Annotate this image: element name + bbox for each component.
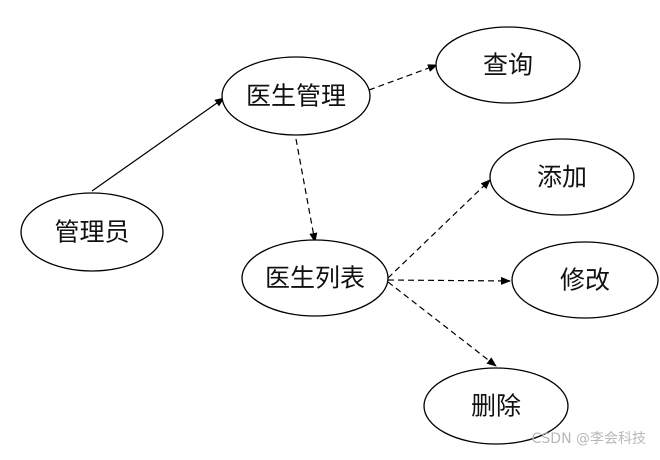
- node-label: 查询: [483, 51, 533, 80]
- node-ellipse: [221, 56, 371, 136]
- node-ellipse: [241, 239, 389, 317]
- node-ellipse: [489, 138, 635, 216]
- node-add: 添加: [489, 138, 635, 216]
- node-ellipse: [435, 26, 581, 104]
- edge-doctor_list-to-delete: [387, 281, 497, 367]
- edge-doctor_list-to-add: [387, 179, 491, 279]
- node-label: 管理员: [54, 218, 129, 247]
- node-ellipse: [20, 192, 164, 272]
- node-ellipse: [423, 367, 569, 445]
- node-edit: 修改: [511, 241, 659, 319]
- watermark: CSDN @李会科技: [531, 431, 646, 447]
- node-label: 添加: [537, 163, 587, 192]
- node-admin: 管理员: [20, 192, 164, 272]
- node-ellipse: [511, 241, 659, 319]
- edge-doctor_mgmt-to-query: [368, 64, 438, 91]
- edge-doctor_mgmt-to-doctor-list: [295, 138, 318, 243]
- node-label: 医生管理: [246, 82, 346, 111]
- edge-doctor_list-to-edit: [387, 276, 511, 285]
- node-query: 查询: [435, 26, 581, 104]
- node-doctor-mgmt: 医生管理: [221, 56, 371, 136]
- node-label: 医生列表: [265, 264, 365, 293]
- edge-admin-to-doctor-mgmt: [91, 97, 225, 192]
- node-label: 修改: [560, 266, 610, 295]
- node-label: 删除: [471, 392, 521, 421]
- edges-layer: [91, 64, 511, 367]
- node-doctor-list: 医生列表: [241, 239, 389, 317]
- node-delete: 删除: [423, 367, 569, 445]
